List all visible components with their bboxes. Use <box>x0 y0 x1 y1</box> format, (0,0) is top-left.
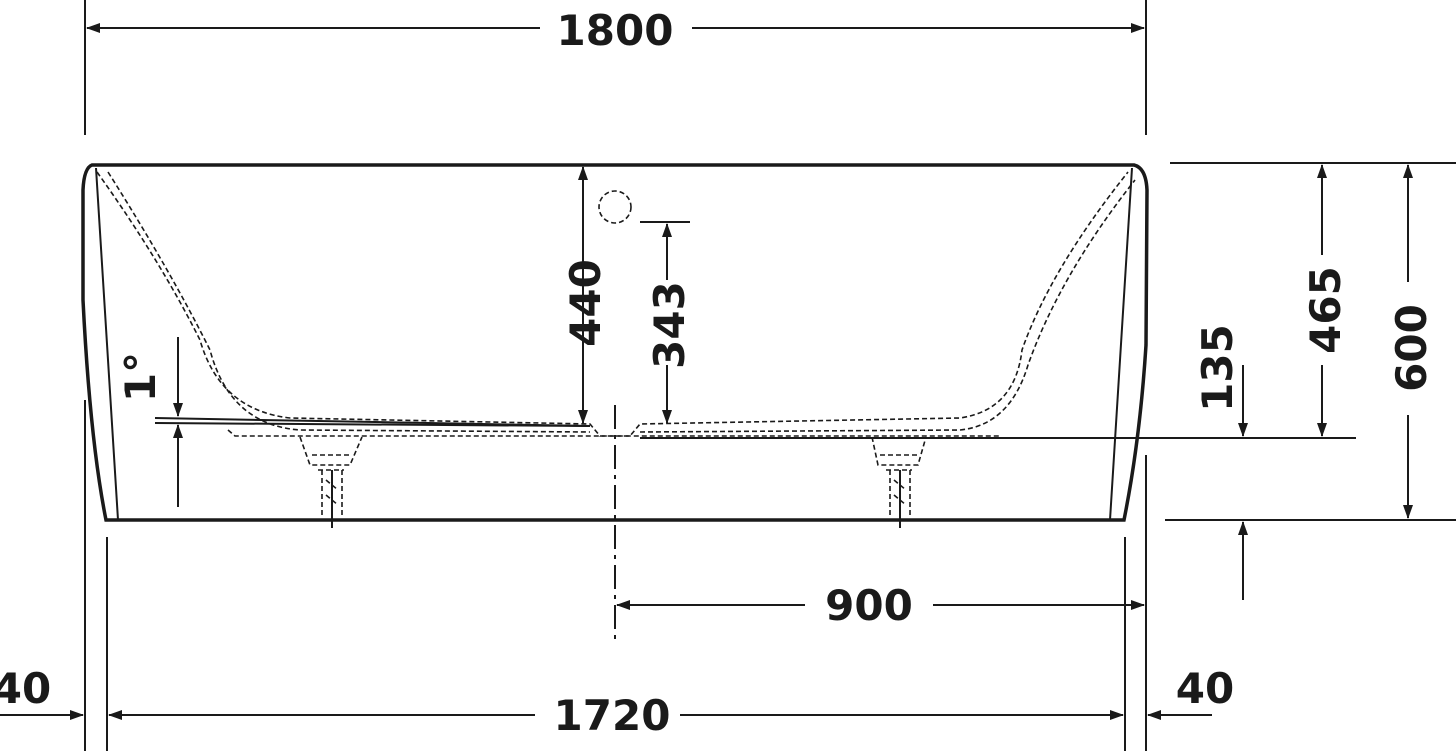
dimension-label-440: 440 <box>561 259 610 347</box>
dimension-label-900: 900 <box>825 581 913 630</box>
dimension-overall-length: 1800 <box>84 0 1147 135</box>
dimension-label-40-left: 40 <box>0 664 51 713</box>
foot-left <box>299 436 363 528</box>
dimension-base-length: 1720 <box>108 691 1124 740</box>
dimension-inner-depth: 465 <box>1301 164 1350 437</box>
dimension-right-inset: 40 <box>1147 664 1234 720</box>
dimension-label-40-right: 40 <box>1176 664 1234 713</box>
dimension-overflow-height: 440 <box>561 166 610 424</box>
dimension-slope: 1° <box>116 337 591 507</box>
dimension-left-inset: 40 <box>0 664 84 720</box>
dimension-label-600: 600 <box>1387 304 1436 392</box>
bathtub-outline <box>81 163 1149 522</box>
dimension-label-slope: 1° <box>116 352 165 402</box>
dimension-label-343: 343 <box>645 281 694 369</box>
dimension-label-1800: 1800 <box>557 6 674 55</box>
dimension-label-465: 465 <box>1301 266 1350 354</box>
dimension-overflow-center: 343 <box>640 221 694 424</box>
foot-right <box>871 436 927 528</box>
dimension-waste-offset: 900 <box>616 581 1145 630</box>
dimension-total-height: 600 <box>1387 164 1436 519</box>
overflow-icon <box>598 190 632 224</box>
dimension-label-1720: 1720 <box>554 691 671 740</box>
dimension-label-135: 135 <box>1193 324 1242 412</box>
dimension-floor-offset: 135 <box>1193 324 1248 600</box>
